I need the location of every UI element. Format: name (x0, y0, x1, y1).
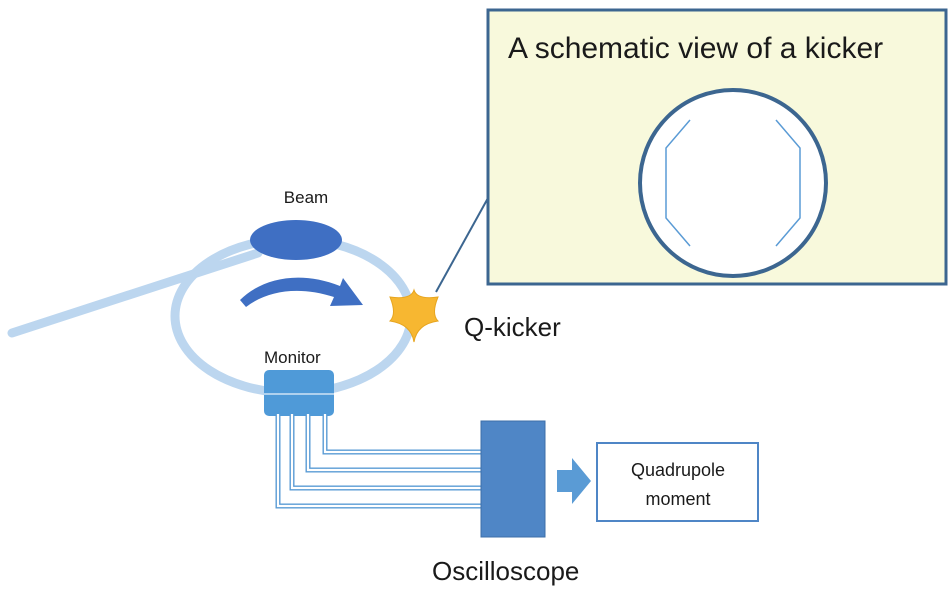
q-kicker-icon (388, 288, 440, 343)
beam-bunch (250, 220, 342, 260)
output-arrow-icon (557, 458, 591, 504)
oscilloscope-label: Oscilloscope (432, 556, 579, 586)
kicker-electrode-right (775, 119, 801, 247)
kicker-electrode-left (665, 119, 691, 247)
output-label-line1: Quadrupole (631, 460, 725, 480)
injection-line (7, 248, 263, 338)
monitor-block (264, 370, 334, 416)
storage-ring (170, 234, 416, 398)
q-kicker-label: Q-kicker (464, 312, 561, 342)
inset-connector-line (435, 197, 489, 293)
beam-direction-arrow (240, 277, 363, 307)
beam-label: Beam (284, 188, 328, 207)
kicker-inset: A schematic view of a kicker (486, 8, 948, 286)
monitor-label: Monitor (264, 348, 321, 367)
output-label-line2: moment (645, 489, 710, 509)
signal-cables-inner (276, 414, 482, 508)
kicker-vacuum-chamber (638, 88, 828, 278)
inset-title: A schematic view of a kicker (508, 32, 883, 65)
oscilloscope-block (480, 420, 546, 538)
signal-cable-1 (322, 414, 482, 455)
signal-cable-2 (305, 414, 482, 473)
output-box (596, 442, 759, 522)
